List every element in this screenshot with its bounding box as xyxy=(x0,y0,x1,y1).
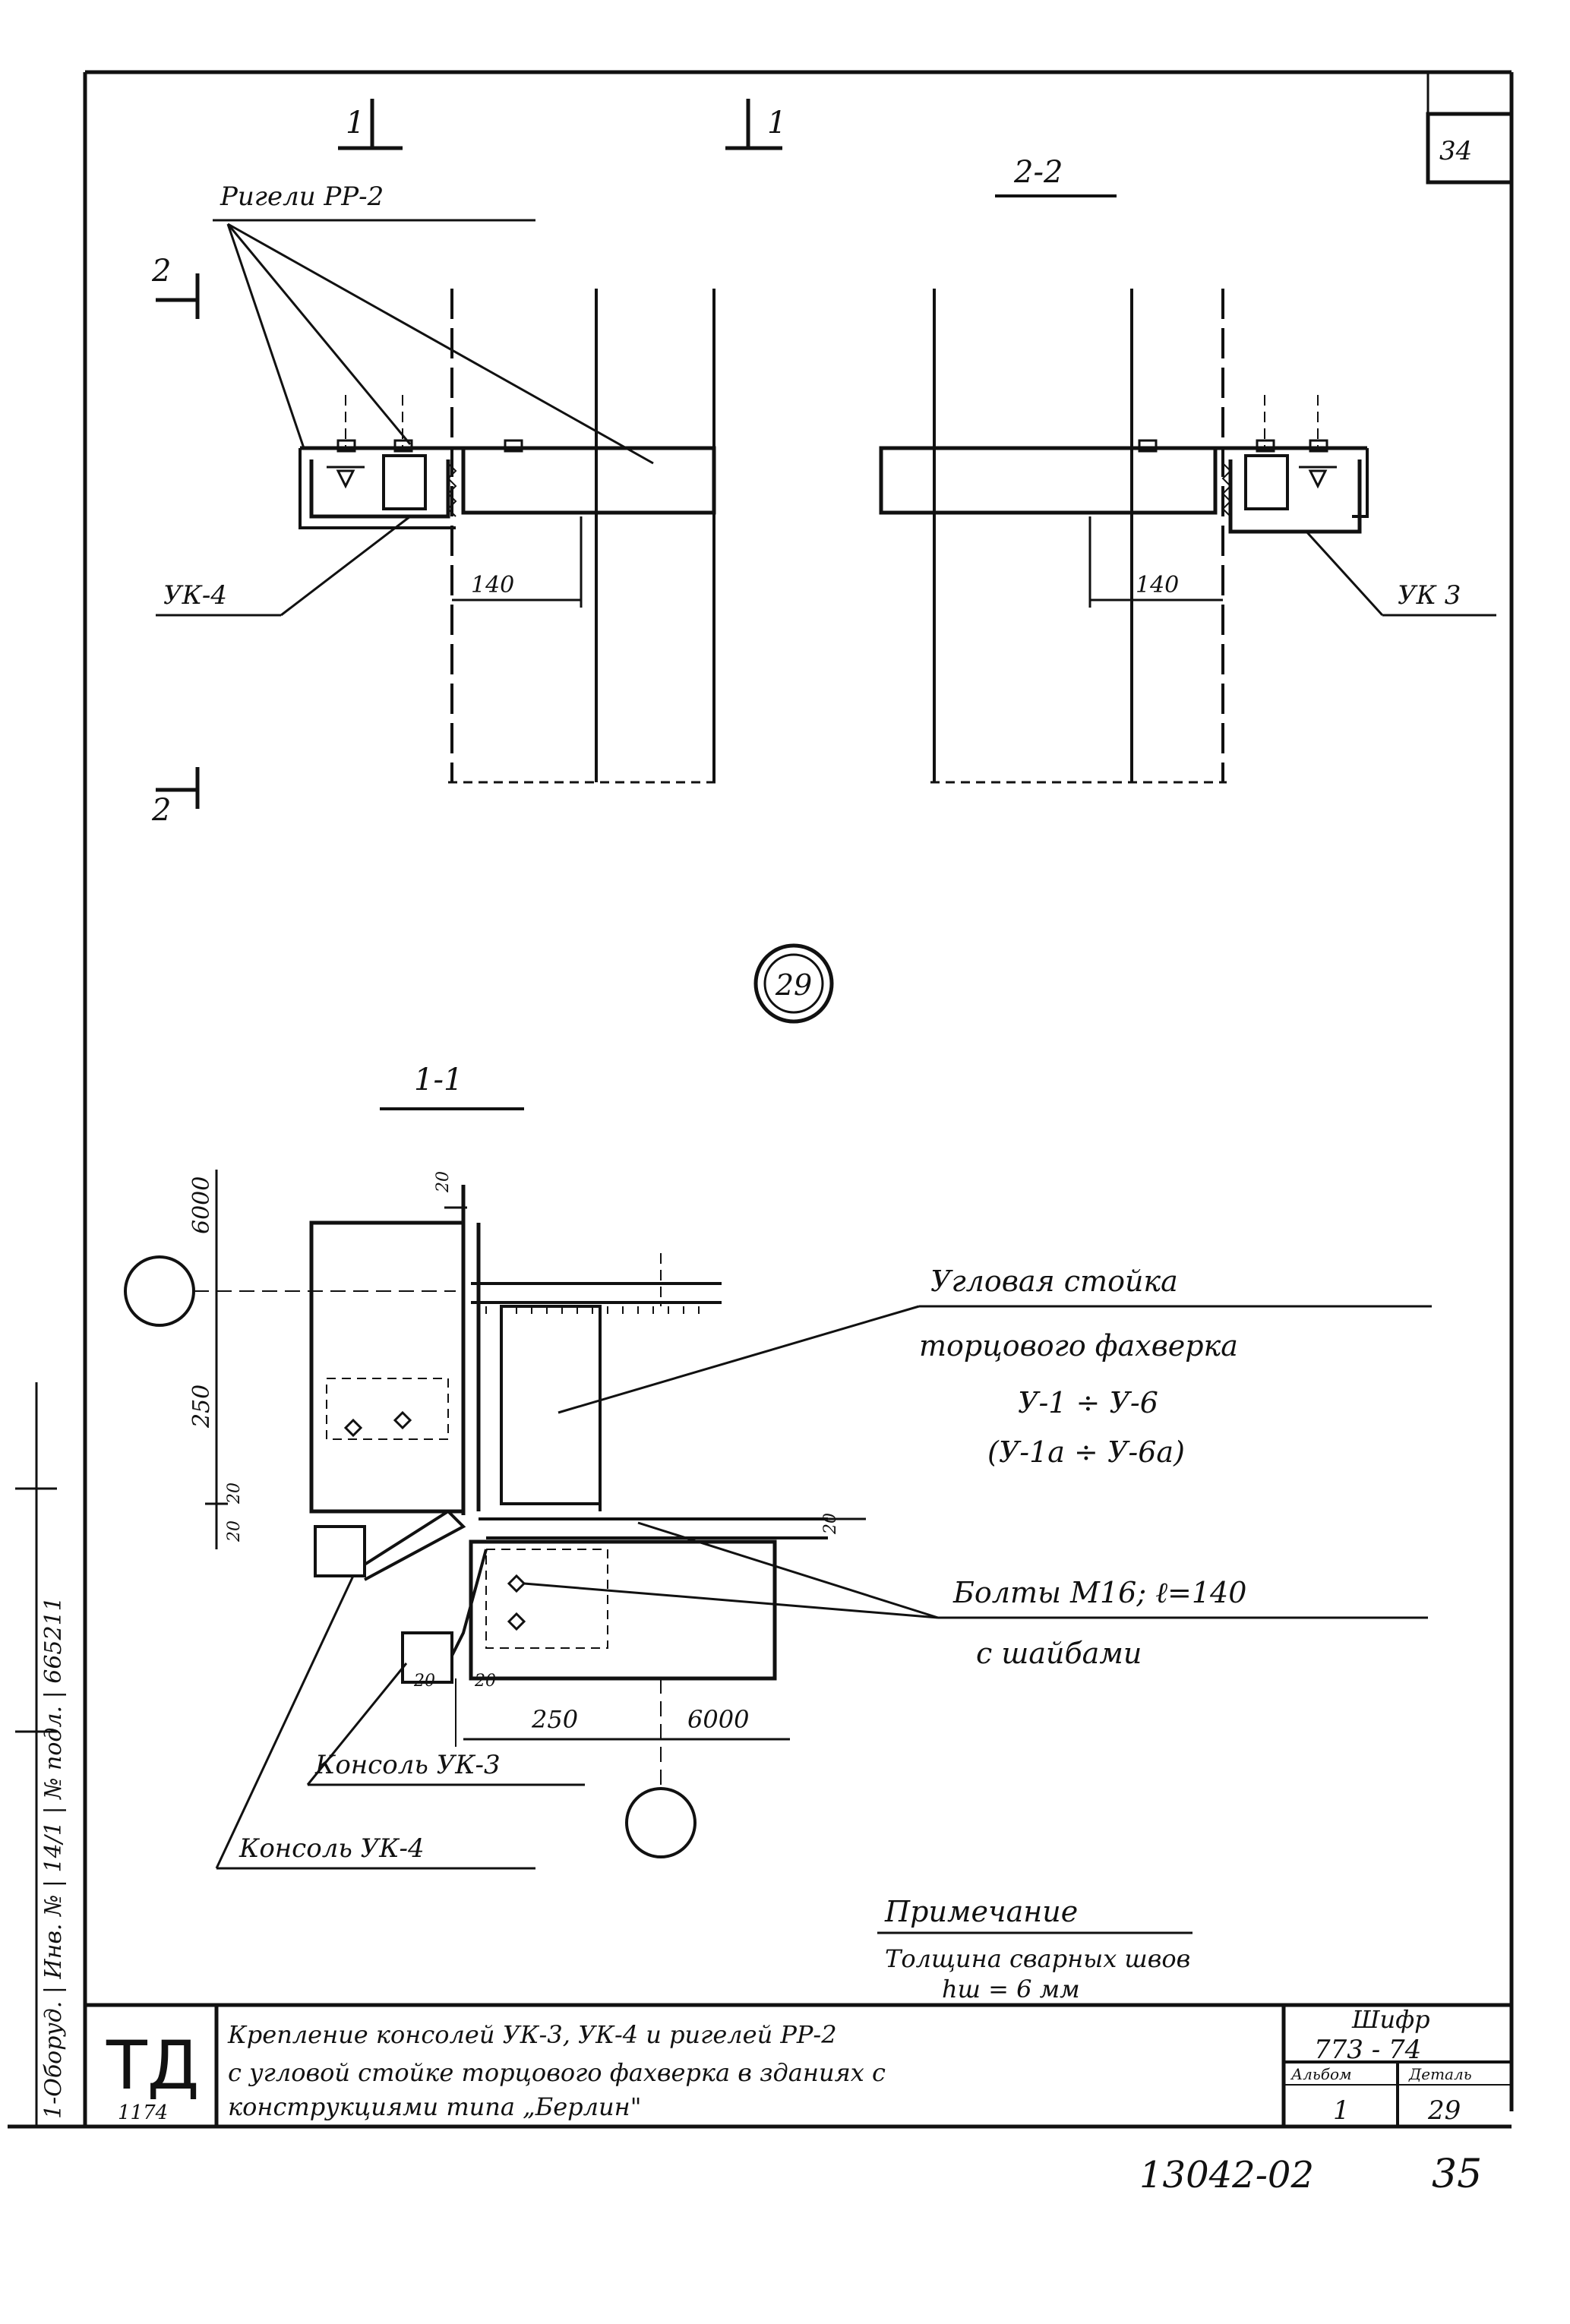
dim-20-e: 20 xyxy=(413,1672,435,1691)
dim-250-vertical: 250 xyxy=(188,1385,215,1429)
cut-mark-2-top: 2 xyxy=(151,254,171,289)
title-block-detail-label: Деталь xyxy=(1408,2065,1472,2083)
note-line1: Толщина сварных швов xyxy=(885,1944,1190,1973)
section-title-1-1: 1-1 xyxy=(414,1063,463,1097)
dim-6000-horizontal: 6000 xyxy=(687,1705,749,1734)
title-block-album-value: 1 xyxy=(1333,2095,1350,2126)
dim-6000-top: 6000 xyxy=(188,1176,215,1234)
title-block-detail-value: 29 xyxy=(1427,2095,1461,2126)
note-line2: hш = 6 мм xyxy=(942,1975,1080,2004)
upper-view: 1 1 2 2 Ригели РР-2 xyxy=(151,99,1496,828)
dim-140-right: 140 xyxy=(1136,572,1179,598)
title-block-description-line1: Крепление консолей УК-3, УК-4 и ригелей … xyxy=(227,2020,837,2049)
label-crossbars: Ригели РР-2 xyxy=(220,182,384,212)
label-corner-post-line3: У-1 ÷ У-6 xyxy=(1018,1386,1158,1419)
cut-mark-2-bottom: 2 xyxy=(151,793,171,828)
title-block-logo: ТД xyxy=(106,2026,200,2105)
sheet-number: 34 xyxy=(1439,136,1472,166)
title-block-description-line3: конструкциями типа „Берлин" xyxy=(228,2092,641,2121)
margin-stamp-text: 1-Оборуд. | Инв. № | 14/1 | № подл. | 66… xyxy=(40,1596,67,2119)
footer-page: 35 xyxy=(1432,2152,1482,2197)
footer: 13042-02 35 xyxy=(1139,2152,1482,2197)
label-corner-post-line1: Угловая стойка xyxy=(930,1265,1178,1298)
note-block: Примечание Толщина сварных швов hш = 6 м… xyxy=(877,1895,1193,2004)
title-block-org-code: 1174 xyxy=(118,2101,168,2124)
label-corner-post-line4: (У-1а ÷ У-6а) xyxy=(987,1435,1185,1469)
title-block-description-line2: с угловой стойке торцового фахверка в зд… xyxy=(228,2058,886,2087)
label-uk3: УК 3 xyxy=(1398,580,1461,611)
title-block-album-label: Альбом xyxy=(1290,2065,1352,2083)
dim-250-horizontal: 250 xyxy=(531,1705,578,1734)
label-bolts-line1: Болты М16; ℓ=140 xyxy=(952,1576,1246,1609)
title-block: ТД 1174 Крепление консолей УК-3, УК-4 и … xyxy=(106,2005,1512,2127)
cut-mark-1-left: 1 xyxy=(346,106,365,141)
sheet-number-box: 34 xyxy=(1426,72,1514,185)
dim-20-a: 20 xyxy=(225,1482,244,1505)
dim-140-left: 140 xyxy=(471,572,514,598)
note-title: Примечание xyxy=(884,1895,1078,1928)
sheet-frame xyxy=(8,70,1514,2129)
detail-number-badge: 29 xyxy=(753,943,834,1024)
title-block-cipher-label: Шифр xyxy=(1351,2005,1430,2034)
section-1-1: 1-1 6000 250 20 20 20 20 xyxy=(124,1063,1432,1870)
margin-stamp: 1-Оборуд. | Инв. № | 14/1 | № подл. | 66… xyxy=(15,1382,67,2127)
dim-20-d: 20 xyxy=(821,1513,840,1535)
label-uk4: УК-4 xyxy=(163,580,227,611)
dim-20-b: 20 xyxy=(225,1520,244,1542)
dim-20-c: 20 xyxy=(434,1171,453,1193)
label-console-uk3: Консоль УК-3 xyxy=(314,1750,501,1780)
label-corner-post-line2: торцового фахверка xyxy=(919,1329,1238,1363)
footer-code: 13042-02 xyxy=(1139,2154,1314,2196)
cut-mark-1-right: 1 xyxy=(767,106,786,141)
view-title-2-2: 2-2 xyxy=(1013,155,1063,190)
label-console-uk4: Консоль УК-4 xyxy=(239,1833,425,1864)
label-bolts-line2: с шайбами xyxy=(976,1637,1142,1670)
dim-20-f: 20 xyxy=(474,1672,496,1691)
detail-number: 29 xyxy=(775,968,812,1002)
title-block-cipher-value: 773 - 74 xyxy=(1314,2035,1421,2065)
